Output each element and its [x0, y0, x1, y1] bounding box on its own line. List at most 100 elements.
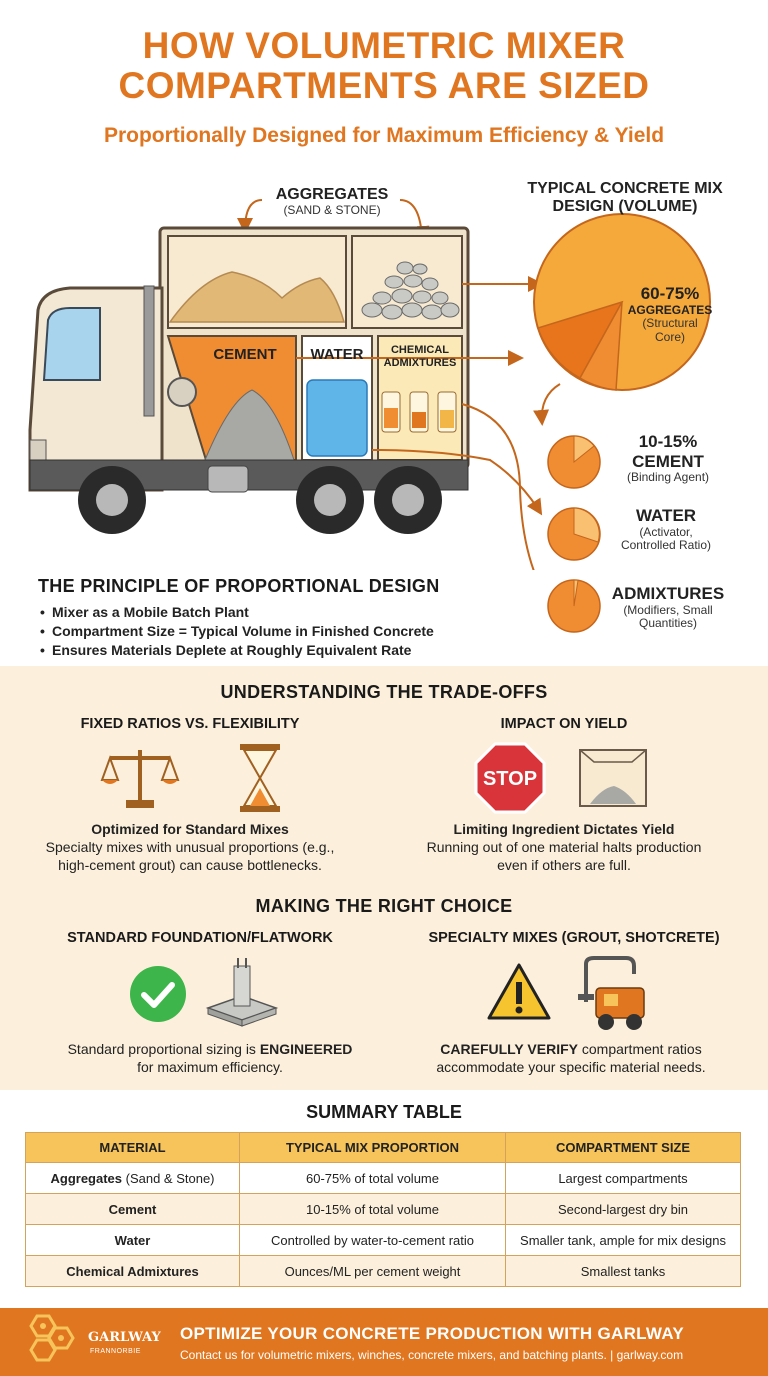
- cement-percent: 10-15%: [638, 432, 698, 451]
- footer-brand: GARLWAY: [88, 1330, 161, 1345]
- principle-bullet: Ensures Materials Deplete at Roughly Equ…: [38, 641, 508, 660]
- page-title: HOW VOLUMETRIC MIXER COMPARTMENTS ARE SI…: [0, 26, 768, 106]
- water-fill: [306, 379, 368, 457]
- tradeoffs-band: UNDERSTANDING THE TRADE-OFFS FIXED RATIO…: [0, 666, 768, 1090]
- admixtures-pie-icon: [547, 579, 601, 633]
- aggregates-desc-2: Core): [654, 330, 685, 345]
- aggregates-label: AGGREGATES (SAND & STONE): [262, 186, 402, 218]
- aggregates-percent: 60-75%: [640, 284, 700, 303]
- sand-pile-icon: [168, 271, 345, 323]
- fixed-ratios-bold: Optimized for Standard Mixes: [91, 821, 289, 837]
- empty-bin-icon: [579, 749, 647, 807]
- specialty-text: CAREFULLY VERIFY compartment ratios acco…: [396, 1040, 746, 1076]
- aggregates-arrow-left: [237, 199, 263, 234]
- standard-text: Standard proportional sizing is ENGINEER…: [30, 1040, 390, 1076]
- mix-design-title: TYPICAL CONCRETE MIX DESIGN (VOLUME): [520, 180, 730, 217]
- yield-line-1: Running out of one material halts produc…: [426, 839, 702, 855]
- exhaust-pipe: [143, 285, 155, 417]
- cell-size: Smaller tank, ample for mix designs: [505, 1224, 741, 1256]
- cell-proportion: 10-15% of total volume: [239, 1193, 506, 1225]
- aggregates-name: AGGREGATES: [627, 302, 713, 317]
- title-line-1: HOW VOLUMETRIC MIXER: [142, 25, 626, 66]
- header-material: MATERIAL: [25, 1132, 240, 1163]
- pie-cement-slice: [537, 300, 624, 380]
- footer-contact-link[interactable]: Contact us for volumetric mixers, winche…: [180, 1348, 684, 1362]
- table-row: Water Controlled by water-to-cement rati…: [25, 1224, 741, 1256]
- water-pie-label: WATER (Activator, Controlled Ratio): [606, 506, 726, 553]
- balance-scale-icon: [100, 750, 180, 808]
- garlway-logo-icon: [29, 1314, 75, 1362]
- cell-size: Second-largest dry bin: [505, 1193, 741, 1225]
- cell-material-extra: (Sand & Stone): [122, 1170, 215, 1186]
- fixed-ratios-line-1: Specialty mixes with unusual proportions…: [45, 839, 335, 855]
- mix-design-title-line-2: DESIGN (VOLUME): [552, 198, 698, 216]
- admixtures-label: CHEMICAL ADMIXTURES: [378, 344, 462, 369]
- aggregates-desc-1: (Structural: [642, 316, 698, 331]
- specialty-heading: SPECIALTY MIXES (GROUT, SHOTCRETE): [428, 930, 720, 946]
- footer-banner: GARLWAY FRANNORBIE OPTIMIZE YOUR CONCRET…: [0, 1308, 768, 1376]
- check-icon: [130, 966, 186, 1022]
- principle-bullet: Compartment Size = Typical Volume in Fin…: [38, 622, 508, 641]
- water-name: WATER: [635, 506, 697, 525]
- cement-pie-label: 10-15% CEMENT (Binding Agent): [608, 432, 728, 485]
- cell-material: Aggregates (Sand & Stone): [25, 1162, 240, 1194]
- table-row: Aggregates (Sand & Stone) 60-75% of tota…: [25, 1162, 741, 1194]
- standard-heading: STANDARD FOUNDATION/FLATWORK: [67, 930, 333, 946]
- principle-list: Mixer as a Mobile Batch Plant Compartmen…: [38, 603, 508, 660]
- water-desc-2: Controlled Ratio): [620, 538, 712, 553]
- water-to-pie-arrow: [371, 449, 543, 516]
- cement-label: CEMENT: [213, 346, 277, 363]
- admixtures-desc-1: (Modifiers, Small: [623, 602, 713, 617]
- wheels: [78, 466, 442, 534]
- standard-text-b: for maximum efficiency.: [137, 1059, 283, 1075]
- header-compartment-size: COMPARTMENT SIZE: [505, 1132, 741, 1163]
- footer-title: OPTIMIZE YOUR CONCRETE PRODUCTION WITH G…: [180, 1324, 684, 1343]
- warning-icon: [487, 963, 551, 1020]
- cell-proportion: Ounces/ML per cement weight: [239, 1255, 506, 1287]
- standard-text-bold: ENGINEERED: [259, 1041, 353, 1057]
- cell-material: Cement: [25, 1193, 240, 1225]
- cell-material-name: Cement: [108, 1201, 157, 1217]
- hourglass-icon: [240, 744, 280, 812]
- admixtures-pie-label: ADMIXTURES (Modifiers, Small Quantities): [606, 584, 730, 631]
- admixtures-name: ADMIXTURES: [611, 584, 725, 603]
- specialty-line-1: CAREFULLY VERIFY compartment ratios: [396, 1040, 746, 1058]
- fuel-tank: [207, 465, 249, 493]
- title-line-2: COMPARTMENTS ARE SIZED: [118, 65, 650, 106]
- yield-bold: Limiting Ingredient Dictates Yield: [453, 821, 675, 837]
- yield-text: Limiting Ingredient Dictates Yield Runni…: [400, 820, 728, 874]
- fixed-ratios-heading: FIXED RATIOS VS. FLEXIBILITY: [80, 716, 300, 732]
- cell-proportion: Controlled by water-to-cement ratio: [239, 1224, 506, 1256]
- water-pie-icon: [547, 507, 601, 561]
- admixtures-desc-2: Quantities): [638, 616, 698, 631]
- cement-name: CEMENT: [632, 451, 704, 471]
- tank-circle: [167, 377, 197, 407]
- cell-material-name: Water: [114, 1232, 151, 1248]
- stop-sign-icon: STOP: [474, 742, 546, 814]
- standard-text-a: Standard proportional sizing is: [67, 1041, 260, 1057]
- admixtures-label-line-2: ADMIXTURES: [383, 356, 457, 369]
- yield-line-2: even if others are full.: [497, 857, 631, 873]
- cell-material: Water: [25, 1224, 240, 1256]
- specialty-text-a: compartment ratios: [577, 1041, 702, 1057]
- stop-sign-text: STOP: [483, 768, 537, 790]
- tradeoffs-title: UNDERSTANDING THE TRADE-OFFS: [220, 682, 548, 702]
- stone-pile-icon: [361, 261, 460, 320]
- table-row: Cement 10-15% of total volume Second-lar…: [25, 1193, 741, 1225]
- header-proportion: TYPICAL MIX PROPORTION: [239, 1132, 506, 1163]
- fixed-ratios-text: Optimized for Standard Mixes Specialty m…: [30, 820, 350, 874]
- fixed-ratios-line-2: high-cement grout) can cause bottlenecks…: [58, 857, 322, 873]
- cell-material: Chemical Admixtures: [25, 1255, 240, 1287]
- admixtures-label-line-1: CHEMICAL: [390, 344, 450, 356]
- principle-section: THE PRINCIPLE OF PROPORTIONAL DESIGN Mix…: [38, 576, 508, 660]
- cement-pie-arrow: [533, 383, 561, 426]
- standard-line-1: Standard proportional sizing is ENGINEER…: [30, 1040, 390, 1058]
- summary-header-row: MATERIAL TYPICAL MIX PROPORTION COMPARTM…: [25, 1132, 741, 1163]
- aggregates-label-sub: (SAND & STONE): [283, 203, 381, 218]
- cab-window: [42, 307, 101, 381]
- cell-size: Largest compartments: [505, 1162, 741, 1194]
- page-subtitle: Proportionally Designed for Maximum Effi…: [103, 124, 665, 147]
- pie-water-slice: [578, 301, 623, 391]
- truck-diagram: [28, 199, 711, 570]
- admixture-bottles-icon: [381, 391, 457, 433]
